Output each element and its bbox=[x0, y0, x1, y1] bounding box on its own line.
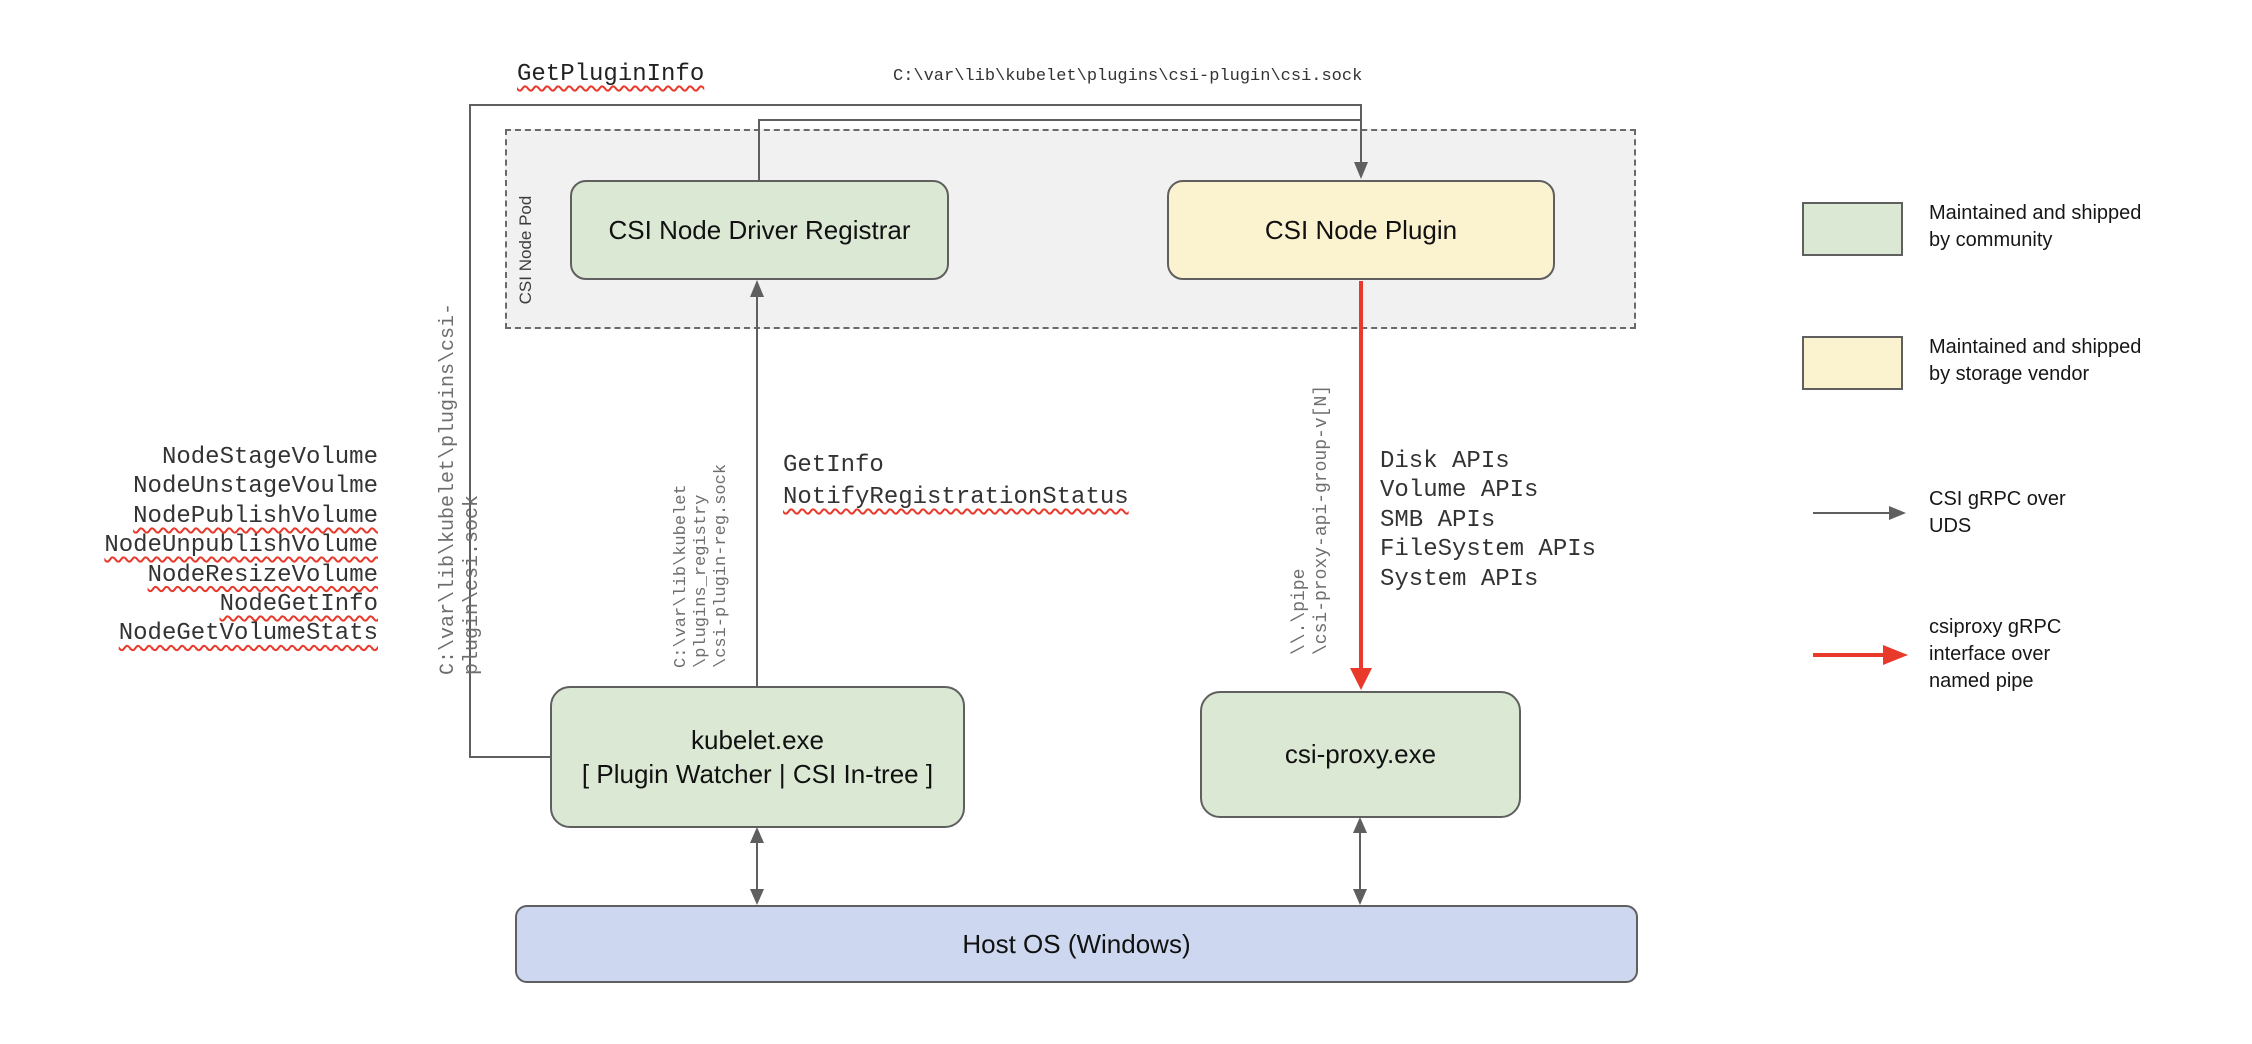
node-call-item: NodeResizeVolume bbox=[147, 561, 378, 589]
get-info-label: GetInfo bbox=[783, 452, 884, 479]
csiproxy-red-arrowhead-icon bbox=[1350, 668, 1372, 690]
notify-registration-status-label: NotifyRegistrationStatus bbox=[783, 484, 1129, 511]
kubelet-box: kubelet.exe [ Plugin Watcher | CSI In-tr… bbox=[550, 686, 965, 828]
kubelet-hostos-connector bbox=[750, 827, 764, 905]
proxy-api-item: Disk APIs bbox=[1380, 448, 1510, 475]
plugin-box-label: CSI Node Plugin bbox=[1264, 214, 1458, 245]
proxy-api-item: System APIs bbox=[1380, 565, 1539, 593]
node-call-item: NodeGetVolumeStats bbox=[118, 620, 378, 648]
csi-node-pod-label: CSI Node Pod bbox=[516, 195, 535, 305]
named-pipe-path-vertical-label: \\.\pipe \csi-proxy-api-group-v[N] bbox=[1290, 384, 1332, 655]
legend-vendor-swatch bbox=[1802, 336, 1903, 390]
legend-uds-label: CSI gRPC over UDS bbox=[1929, 488, 2066, 537]
hostos-box-label: Host OS (Windows) bbox=[962, 928, 1191, 959]
left-socket-path-vertical-label: C:\var\lib\kubelet\plugins\csi-plugin\cs… bbox=[437, 302, 484, 675]
legend-community-swatch bbox=[1802, 202, 1903, 256]
registrar-box: CSI Node Driver Registrar bbox=[570, 180, 949, 280]
node-call-item: NodeGetInfo bbox=[219, 591, 378, 619]
registrar-box-label: CSI Node Driver Registrar bbox=[608, 214, 911, 245]
legend-vendor-label: Maintained and shipped by storage vendor bbox=[1929, 336, 2142, 385]
proxy-api-list: Disk APIs Volume APIs SMB APIs FileSyste… bbox=[1380, 447, 1596, 594]
hostos-box: Host OS (Windows) bbox=[515, 905, 1638, 983]
kubelet-box-label: kubelet.exe [ Plugin Watcher | CSI In-tr… bbox=[581, 725, 934, 789]
kubelet-to-registrar-connector bbox=[750, 280, 764, 686]
node-calls-list: NodeStageVolume NodeUnstageVoulme NodePu… bbox=[78, 443, 378, 649]
node-call-item: NodeStageVolume bbox=[161, 444, 378, 471]
proxy-api-item: FileSystem APIs bbox=[1380, 536, 1597, 564]
proxy-api-item: SMB APIs bbox=[1380, 506, 1496, 534]
plugin-to-csiproxy-namedpipe-connector bbox=[1350, 281, 1372, 690]
node-call-item: NodeUnstageVoulme bbox=[133, 473, 378, 501]
csiproxy-hostos-connector bbox=[1353, 817, 1367, 905]
get-plugin-info-label: GetPluginInfo bbox=[517, 61, 705, 88]
csiproxy-box: csi-proxy.exe bbox=[1200, 691, 1521, 818]
proxy-api-item: Volume APIs bbox=[1380, 477, 1539, 505]
legend-community-label: Maintained and shipped by community bbox=[1929, 202, 2142, 251]
registry-socket-path-vertical-label: C:\var\lib\kubelet \plugins_registry \cs… bbox=[672, 463, 731, 668]
node-call-item: NodeUnpublishVolume bbox=[104, 532, 378, 560]
legend-namedpipe-arrow-icon bbox=[1813, 645, 1908, 665]
top-socket-path-label: C:\var\lib\kubelet\plugins\csi-plugin\cs… bbox=[893, 67, 1363, 86]
csiproxy-box-label: csi-proxy.exe bbox=[1284, 739, 1437, 769]
node-call-item: NodePublishVolume bbox=[133, 502, 378, 530]
legend-uds-arrow-icon bbox=[1813, 506, 1906, 520]
legend-namedpipe-label: csiproxy gRPC interface over named pipe bbox=[1929, 616, 2062, 692]
plugin-box: CSI Node Plugin bbox=[1167, 180, 1555, 280]
